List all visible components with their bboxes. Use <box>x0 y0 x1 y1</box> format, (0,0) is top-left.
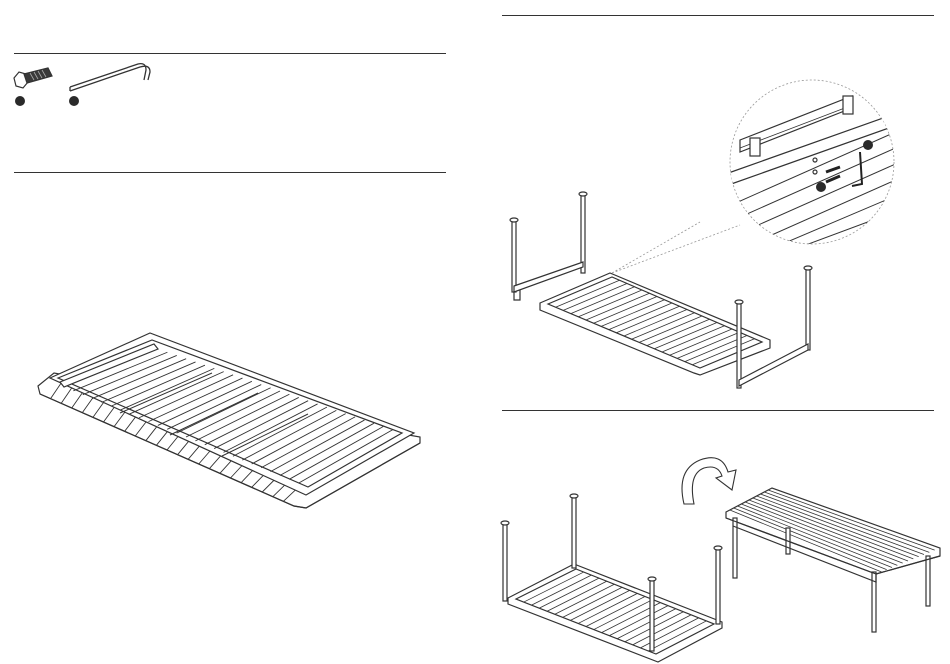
detail-marker-hex-key <box>863 140 873 150</box>
leg-frame-left <box>510 192 587 300</box>
step-attach-legs <box>510 80 900 388</box>
leg-frame-right <box>735 266 812 388</box>
step-flip-table <box>501 458 940 662</box>
step-tabletop-upside-down <box>38 333 420 508</box>
part-marker-bolt <box>15 96 25 106</box>
tabletop <box>508 564 722 662</box>
hex-bolt-icon <box>14 68 52 88</box>
detail-callout <box>730 80 894 244</box>
allen-key-icon <box>70 64 150 91</box>
detail-marker-bolt <box>816 182 826 192</box>
parts-list <box>14 64 150 106</box>
rotate-arrow-icon <box>682 458 736 504</box>
finished-table <box>726 488 940 632</box>
part-marker-hex-key <box>69 96 79 106</box>
tabletop <box>540 273 770 375</box>
